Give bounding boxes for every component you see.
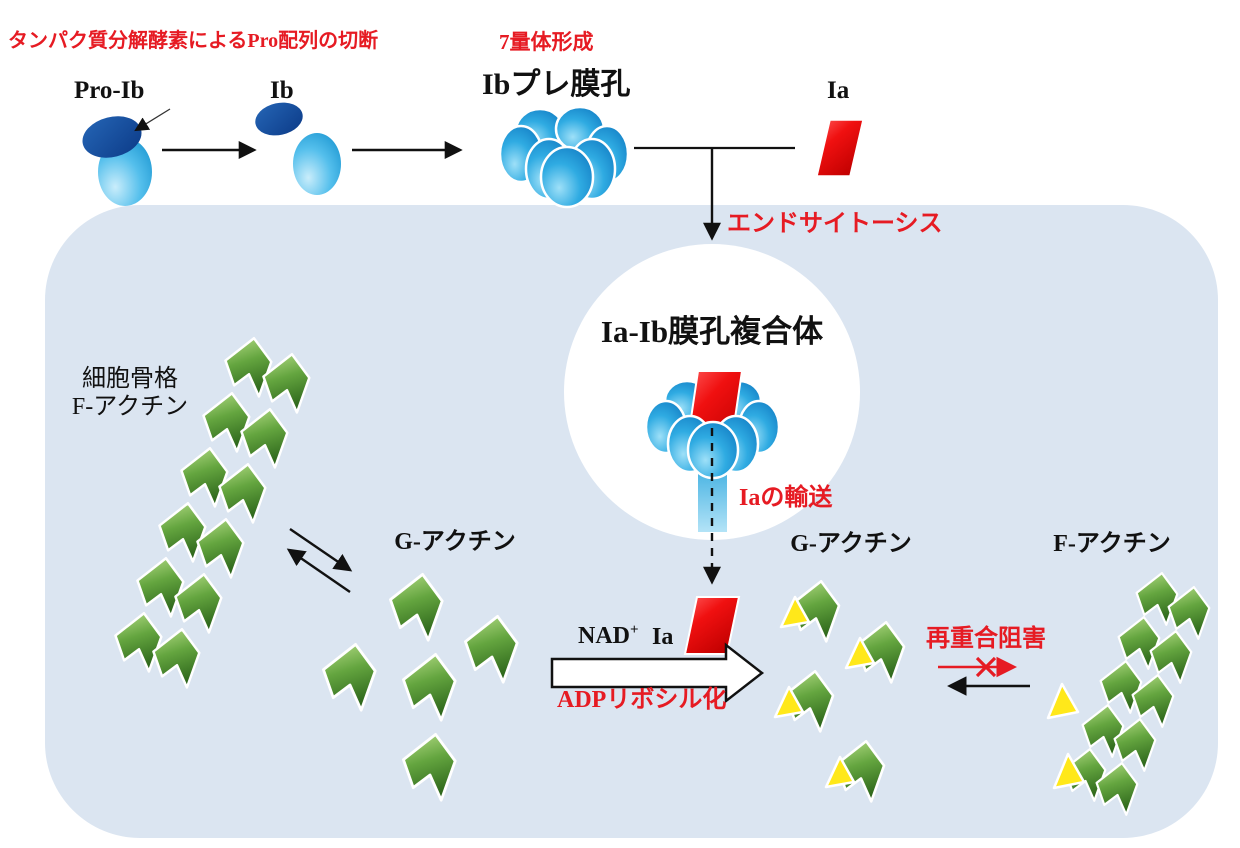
cytoskeleton-label-line2: F-アクチン	[71, 393, 189, 420]
adp-ribosylation-label: ADPリボシル化	[557, 687, 727, 713]
protease-cleavage-arrow	[134, 108, 171, 132]
ib-prepore-heptamer	[498, 105, 630, 209]
repolymerization-inhibition-label: 再重合阻害	[926, 626, 1046, 652]
reaction-arrow	[550, 642, 765, 704]
ia-transport-label: Iaの輸送	[739, 485, 833, 511]
g-actin-left-label: G-アクチン	[394, 529, 516, 555]
f-actin-filament-right	[1046, 571, 1211, 816]
ia-protein-shape	[816, 119, 864, 177]
ia-label-top: Ia	[827, 77, 850, 104]
ib-prepore-label: Ibプレ膜孔	[482, 68, 631, 101]
repolymerization-blocked-arrow	[938, 656, 1030, 696]
cytoskeleton-label-line1: 細胞骨格	[81, 366, 178, 392]
nad-text: NAD	[578, 623, 630, 649]
pore-complex-label: Ia-Ib膜孔複合体	[600, 314, 824, 349]
adp-ribose-markers-filament	[1046, 682, 1086, 790]
block-x-icon	[975, 656, 997, 678]
equilibrium-arrows	[286, 528, 353, 593]
ia-ib-pore-complex	[644, 370, 781, 534]
ib-shape	[255, 102, 341, 195]
endocytosis-label: エンドサイトーシス	[727, 211, 943, 237]
pro-ib-shape	[82, 108, 171, 206]
nad-superscript: +	[630, 622, 639, 638]
f-actin-right-label: F-アクチン	[1053, 531, 1171, 557]
adp-ribose-markers	[773, 595, 876, 789]
cytoskeleton-label: 細胞骨格 F-アクチン	[72, 366, 188, 421]
ia-enzyme-label: Ia	[652, 624, 674, 650]
heptamer-caption: 7量体形成	[499, 30, 594, 54]
g-actin-pool-ribosylated	[773, 580, 906, 803]
ib-label: Ib	[270, 77, 294, 104]
g-actin-right-label: G-アクチン	[790, 531, 912, 557]
pro-ib-label: Pro-Ib	[74, 77, 145, 104]
nad-label: NAD+	[578, 622, 639, 651]
protease-caption: タンパク質分解酵素によるPro配列の切断	[8, 30, 379, 52]
